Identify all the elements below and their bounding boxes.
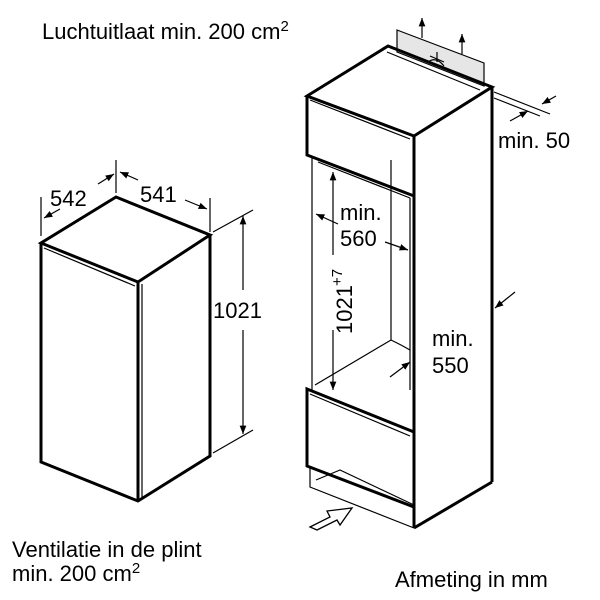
niche-width-label: min. [340,200,382,225]
units-label: Afmeting in mm [395,567,548,592]
appliance-dimensions: 542 541 1021 [40,160,262,454]
ventilation-grille [396,29,485,87]
air-outlet-sup: 2 [280,18,289,35]
niche-depth-value: 550 [432,353,469,378]
air-outlet-text: Luchtuitlaat min. 200 cm [42,19,281,44]
plinth-ventilation-sup: 2 [131,560,141,577]
niche-top-gap: min. 50 [498,128,570,153]
niche-dimensions: min. 50 1021 +7 min. 560 min. 550 [308,91,570,531]
niche-width-value: 560 [340,226,377,251]
plinth-ventilation-line1: Ventilatie in de plint [12,537,202,562]
air-outlet-label: Luchtuitlaat min. 200 cm2 [42,18,289,44]
plinth-ventilation-line2: min. 200 cm2 [12,560,202,586]
niche-height-tolerance: +7 [329,269,346,286]
appliance-height: 1021 [213,298,262,323]
plinth-ventilation-text: min. 200 cm [12,561,132,586]
appliance-width: 541 [140,182,177,207]
niche-drawing [303,18,496,530]
appliance-depth: 542 [50,186,87,211]
plinth-ventilation-label: Ventilatie in de plint min. 200 cm2 [12,538,202,586]
niche-depth-label: min. [432,326,474,351]
air-inlet-arrow-icon [308,507,354,531]
appliance-drawing [37,195,214,503]
niche-height: 1021 [332,285,357,334]
